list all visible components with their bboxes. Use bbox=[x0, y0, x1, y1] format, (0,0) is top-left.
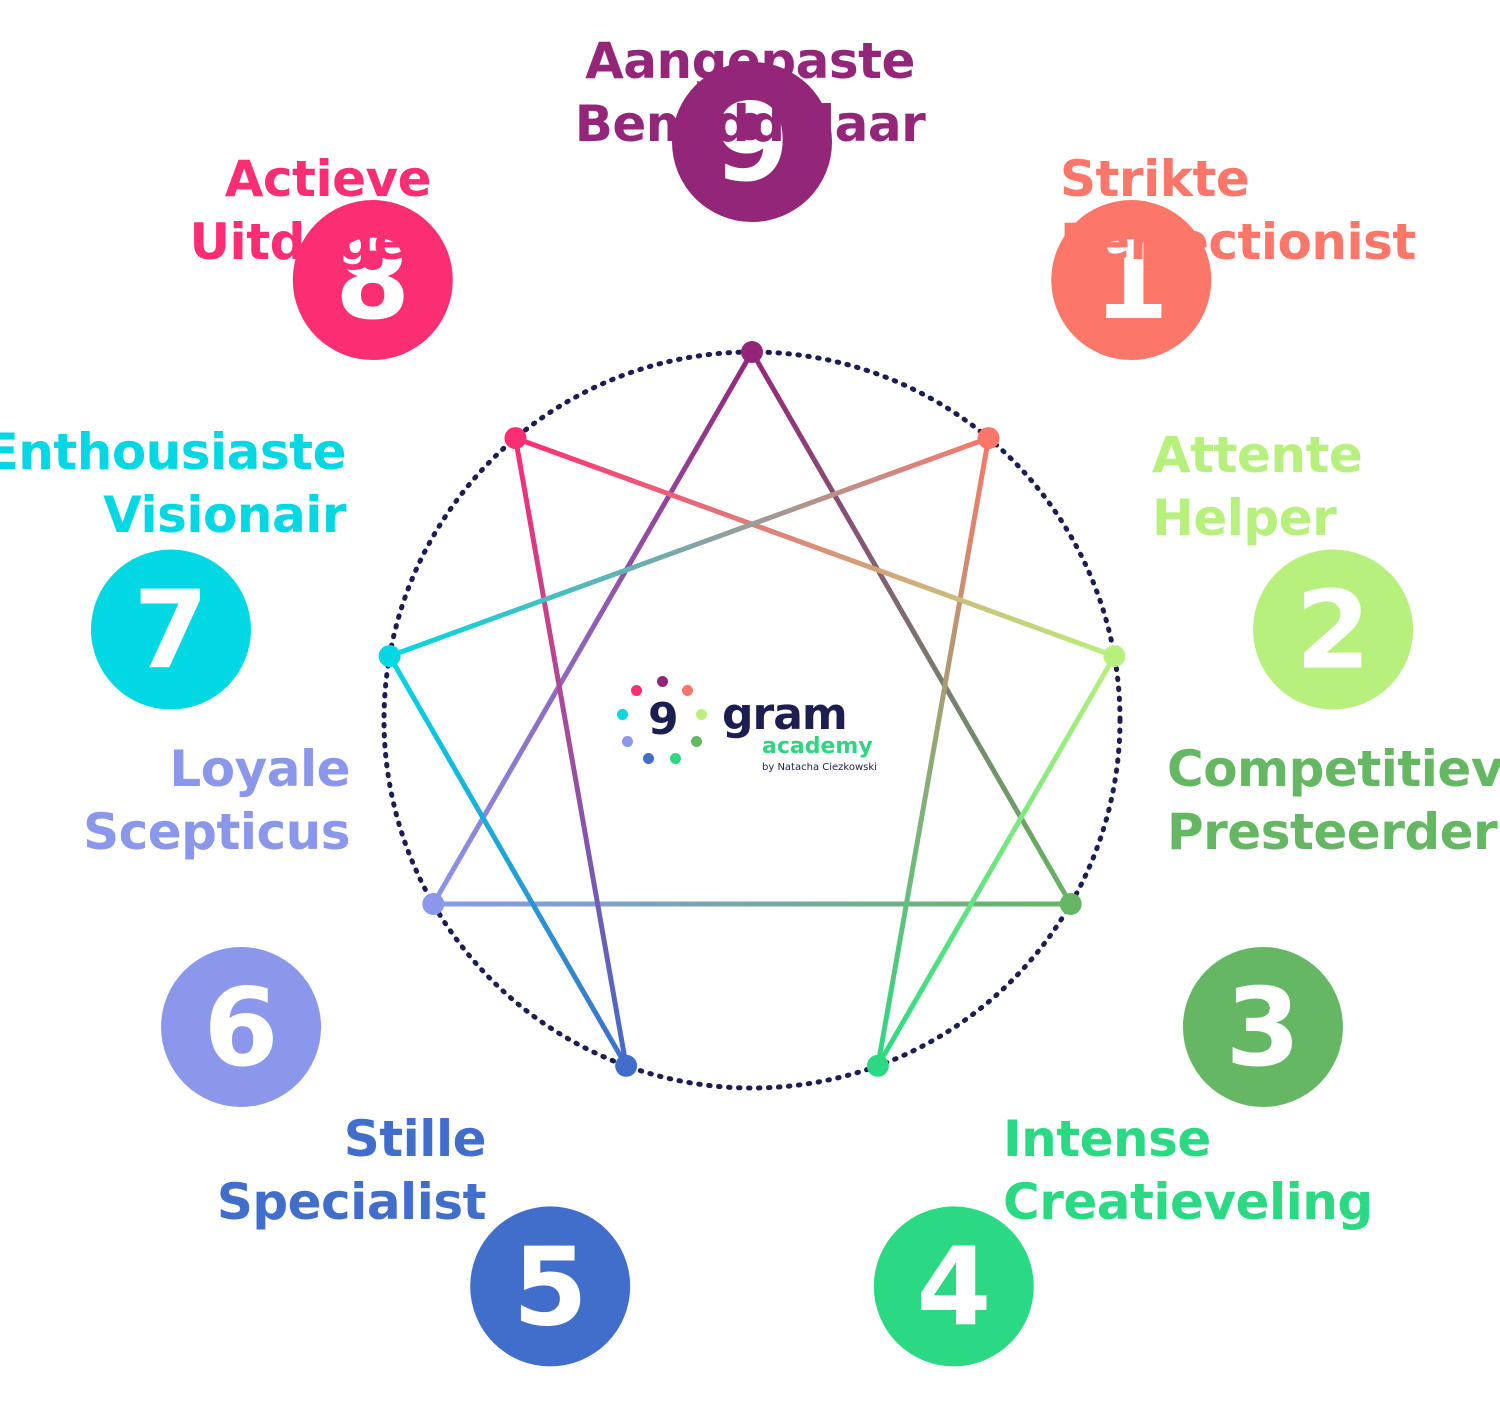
type-6-line2: Scepticus bbox=[83, 803, 350, 861]
connection-1-4 bbox=[875, 435, 992, 1069]
type-number-9: 9 bbox=[714, 81, 789, 206]
type-number-3: 3 bbox=[1225, 966, 1300, 1091]
brand-dot bbox=[691, 735, 703, 747]
connection-6-9 bbox=[430, 349, 755, 907]
type-number-4: 4 bbox=[916, 1225, 991, 1350]
brand-dot bbox=[670, 753, 682, 765]
type-badge-5: 5 bbox=[470, 1206, 631, 1367]
ring-node-4 bbox=[866, 1054, 889, 1077]
type-badge-7: 7 bbox=[90, 549, 251, 710]
type-4-line1: Intense bbox=[1003, 1110, 1211, 1168]
type-label-6: Loyale Scepticus bbox=[83, 738, 350, 864]
ring-node-3 bbox=[1059, 893, 1082, 915]
brand-logo: 9 gram academy by Natacha Ciezkowski bbox=[612, 675, 902, 786]
type-label-7: Enthousiaste Visionair bbox=[0, 421, 347, 547]
type-4-line2: Creatieveling bbox=[1003, 1173, 1373, 1231]
brand-dot bbox=[656, 675, 668, 687]
brand-nine: 9 bbox=[648, 694, 679, 745]
type-5-line2: Specialist bbox=[216, 1173, 487, 1231]
type-label-3: Competitieve Presteerder bbox=[1167, 738, 1500, 864]
connection-5-7 bbox=[387, 653, 629, 1069]
type-badge-6: 6 bbox=[161, 947, 322, 1107]
type-badge-circle-9 bbox=[672, 62, 832, 222]
type-badges: 9 1 2 3 4 5 6 7 8 bbox=[90, 62, 1414, 1367]
ring-node-6 bbox=[422, 893, 445, 915]
type-label-1: Strikte Perfectionist bbox=[1060, 148, 1416, 274]
brand-dot bbox=[695, 708, 707, 720]
ring-node-2 bbox=[1103, 645, 1126, 668]
type-badge-2: 2 bbox=[1253, 549, 1414, 710]
connection-2-8 bbox=[512, 435, 1117, 659]
brand-dot bbox=[630, 684, 642, 696]
brand-dot bbox=[617, 708, 629, 720]
type-3-line1: Competitieve bbox=[1167, 740, 1500, 798]
type-badge-circle-4 bbox=[873, 1206, 1034, 1367]
type-badge-3: 3 bbox=[1182, 947, 1343, 1107]
brand-academy: academy bbox=[762, 734, 873, 759]
type-9-line2: Bemiddelaar bbox=[574, 95, 926, 153]
type-number-6: 6 bbox=[203, 966, 278, 1091]
type-badge-circle-7 bbox=[90, 549, 251, 710]
type-3-line2: Presteerder bbox=[1167, 803, 1498, 861]
type-7-line1: Enthousiaste bbox=[0, 423, 347, 481]
type-7-line2: Visionair bbox=[103, 486, 346, 544]
connection-7-1 bbox=[387, 435, 992, 659]
type-badge-circle-3 bbox=[1182, 947, 1343, 1107]
type-badge-8: 8 bbox=[292, 200, 453, 361]
type-badge-4: 4 bbox=[873, 1206, 1034, 1367]
type-1-line2: Perfectionist bbox=[1060, 213, 1416, 271]
type-number-8: 8 bbox=[335, 219, 410, 344]
type-2-line1: Attente bbox=[1152, 426, 1363, 484]
type-label-5: Stille Specialist bbox=[216, 1108, 487, 1234]
connection-9-3 bbox=[749, 349, 1074, 907]
type-badge-9: 9 bbox=[672, 62, 832, 222]
type-badge-circle-2 bbox=[1253, 549, 1414, 710]
type-label-8: Actieve Uitdager bbox=[189, 148, 431, 274]
type-number-2: 2 bbox=[1295, 569, 1370, 694]
type-2-line2: Helper bbox=[1152, 489, 1337, 547]
connection-4-2 bbox=[875, 653, 1117, 1069]
type-number-1: 1 bbox=[1094, 219, 1169, 344]
connection-8-5 bbox=[512, 435, 629, 1069]
type-label-4: Intense Creatieveling bbox=[1003, 1108, 1373, 1234]
ring-node-8 bbox=[504, 427, 527, 450]
brand-dot bbox=[642, 753, 654, 765]
ring-node-5 bbox=[615, 1054, 638, 1077]
type-number-5: 5 bbox=[513, 1225, 588, 1350]
type-badge-1: 1 bbox=[1051, 200, 1212, 361]
ring-node-7 bbox=[378, 645, 401, 668]
type-9-line1: Aangepaste bbox=[585, 32, 915, 90]
brand-byline: by Natacha Ciezkowski bbox=[762, 762, 877, 773]
connection-lines bbox=[387, 349, 1117, 1069]
type-number-7: 7 bbox=[133, 569, 208, 694]
type-badge-circle-6 bbox=[161, 947, 322, 1107]
type-8-line1: Actieve bbox=[224, 150, 432, 208]
type-badge-circle-1 bbox=[1051, 200, 1212, 361]
brand-dot bbox=[621, 735, 633, 747]
ring-nodes bbox=[378, 341, 1126, 1077]
type-badge-circle-8 bbox=[292, 200, 453, 361]
type-badge-circle-5 bbox=[470, 1206, 631, 1367]
brand-name: gram bbox=[722, 689, 848, 740]
brand-dot bbox=[682, 684, 694, 696]
ring-node-9 bbox=[741, 341, 763, 363]
type-1-line1: Strikte bbox=[1060, 150, 1250, 208]
type-6-line1: Loyale bbox=[169, 740, 350, 798]
ring-node-1 bbox=[977, 427, 1000, 450]
type-label-9: Aangepaste Bemiddelaar bbox=[500, 30, 1000, 156]
type-5-line1: Stille bbox=[343, 1110, 487, 1168]
type-8-line2: Uitdager bbox=[189, 213, 431, 271]
type-label-2: Attente Helper bbox=[1152, 424, 1363, 550]
